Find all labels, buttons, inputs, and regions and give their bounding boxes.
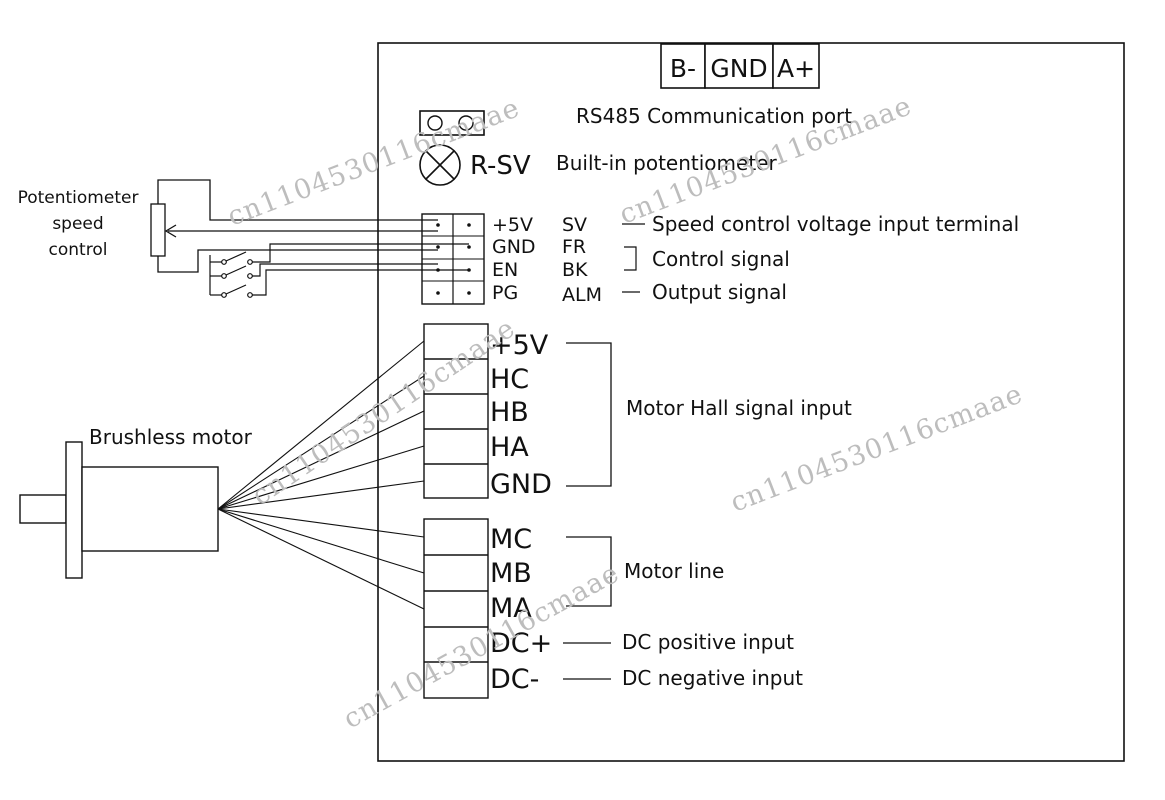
ext-pot-label-line3: control	[49, 240, 108, 260]
motor-pin-mc: MC	[490, 524, 532, 555]
terminal-pin-pg: PG	[492, 282, 518, 304]
output-signal-label: Output signal	[652, 280, 787, 304]
rs485-label: RS485 Communication port	[576, 104, 852, 128]
ext-pot-label-line1: Potentiometer	[18, 188, 139, 208]
terminal-pin-bk: BK	[562, 259, 588, 281]
brushless-motor-icon	[19, 441, 219, 579]
terminal-pin-5v: +5V	[492, 214, 533, 236]
power-pin-dc-minus: DC-	[490, 664, 539, 695]
builtin-potentiometer-label: Built-in potentiometer	[556, 151, 777, 175]
hall-label: Motor Hall signal input	[626, 396, 852, 420]
controller-board	[377, 42, 1125, 762]
rs485-connector: B- GND A+	[660, 43, 820, 89]
external-potentiometer-icon	[150, 179, 438, 273]
motor-label: Brushless motor	[89, 425, 253, 449]
control-terminal-block	[421, 213, 485, 305]
hall-pin-ha: HA	[490, 432, 529, 463]
dc-negative-label: DC negative input	[622, 666, 803, 690]
motor-wires	[217, 340, 425, 610]
jumper-header	[419, 110, 485, 136]
motor-line-bracket	[566, 536, 612, 607]
hall-bracket	[566, 342, 612, 487]
motor-line-connector	[423, 518, 489, 699]
power-pin-dc-plus: DC+	[490, 628, 552, 659]
terminal-pin-fr: FR	[562, 236, 586, 258]
terminal-pin-sv: SV	[562, 214, 587, 236]
hall-pin-5v: +5V	[490, 330, 549, 361]
control-switches	[209, 243, 469, 298]
terminal-pin-en: EN	[492, 259, 518, 281]
sv-label: Speed control voltage input terminal	[652, 212, 1019, 236]
ext-pot-label-line2: speed	[52, 214, 103, 234]
dc-positive-label: DC positive input	[622, 630, 794, 654]
control-signal-label: Control signal	[652, 247, 790, 271]
rs485-pin-gnd: GND	[710, 54, 767, 83]
terminal-pin-gnd: GND	[492, 236, 536, 258]
builtin-potentiometer-name: R-SV	[470, 151, 531, 181]
rs485-pin-a-plus: A+	[777, 54, 815, 83]
rs485-pin-b-minus: B-	[670, 54, 696, 83]
hall-pin-hc: HC	[490, 364, 529, 395]
hall-pin-gnd: GND	[490, 469, 552, 500]
motor-pin-ma: MA	[490, 593, 532, 624]
terminal-pin-alm: ALM	[562, 284, 602, 306]
motor-pin-mb: MB	[490, 558, 532, 589]
builtin-potentiometer-icon	[419, 144, 461, 186]
hall-pin-hb: HB	[490, 397, 529, 428]
motor-line-label: Motor line	[624, 559, 724, 583]
hall-connector	[423, 323, 489, 499]
